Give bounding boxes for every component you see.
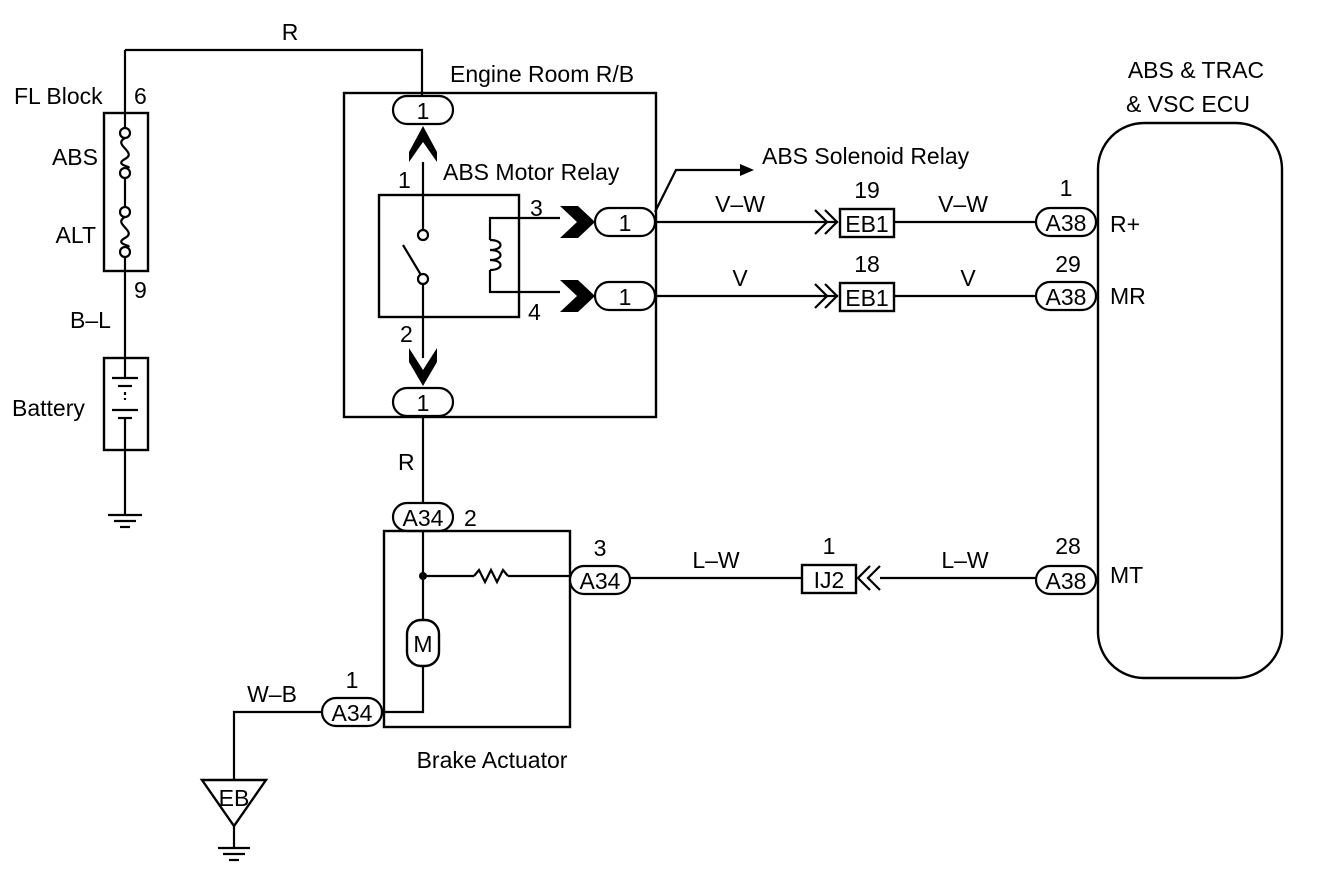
alt-fuse-icon bbox=[120, 216, 130, 249]
ij2-pin-1: 1 bbox=[823, 533, 836, 559]
rb-pin3-connector: 1 bbox=[619, 210, 632, 236]
a38-connector-mt: A38 bbox=[1046, 568, 1087, 594]
chevron-right-icon bbox=[560, 206, 595, 238]
a34-connector-right: A34 bbox=[580, 568, 621, 594]
engine-room-rb-label: Engine Room R/B bbox=[450, 61, 634, 87]
ecu-terminal-mr: MR bbox=[1110, 283, 1146, 309]
ecu-label-line2: & VSC ECU bbox=[1126, 91, 1250, 117]
chevron-right-icon bbox=[560, 280, 595, 312]
ground-eb: EB bbox=[199, 778, 269, 862]
wire-label-v-w-left: V–W bbox=[715, 191, 765, 217]
wire-label-r-lower: R bbox=[398, 449, 415, 475]
rb-pin4-connector: 1 bbox=[619, 284, 632, 310]
wire-label-w-b: W–B bbox=[247, 681, 297, 707]
brake-actuator-label: Brake Actuator bbox=[417, 747, 568, 773]
ecu-terminal-r-plus: R+ bbox=[1110, 211, 1140, 237]
wire-label-l-w-right: L–W bbox=[941, 547, 989, 573]
relay-pin-4: 4 bbox=[528, 299, 541, 325]
a38-pin-28: 28 bbox=[1055, 533, 1081, 559]
battery-label: Battery bbox=[12, 395, 85, 421]
abs-fuse-icon bbox=[120, 137, 130, 170]
wire-label-r-top: R bbox=[282, 19, 299, 45]
alt-fuse-label: ALT bbox=[56, 222, 96, 248]
rb-top-connector: 1 bbox=[417, 98, 430, 124]
fl-block: FL Block 6 9 ABS ALT bbox=[14, 50, 150, 360]
relay-pin-2: 2 bbox=[400, 321, 413, 347]
relay-coil-icon bbox=[489, 238, 502, 272]
eb1-connector-b: EB1 bbox=[845, 285, 888, 311]
relay-pin-3: 3 bbox=[530, 195, 543, 221]
wire-label-b-l: B–L bbox=[70, 307, 111, 333]
resistor-icon bbox=[473, 567, 509, 585]
rb-bottom-connector: 1 bbox=[417, 390, 430, 416]
wire-label-v-left: V bbox=[732, 265, 748, 291]
engine-room-relay-box: Engine Room R/B 1 1 ABS Motor Relay 3 1 … bbox=[342, 61, 658, 419]
wire-label-v-right: V bbox=[960, 265, 976, 291]
eb1-pin-19: 19 bbox=[854, 177, 880, 203]
ecu-terminal-mt: MT bbox=[1110, 562, 1143, 588]
a38-pin-1: 1 bbox=[1060, 175, 1073, 201]
fl-block-pin-6: 6 bbox=[134, 83, 147, 109]
abs-fuse-terminal-top bbox=[118, 126, 132, 140]
abs-solenoid-relay-label: ABS Solenoid Relay bbox=[762, 143, 970, 169]
fl-block-label: FL Block bbox=[14, 83, 103, 109]
a34-connector-left: A34 bbox=[332, 700, 373, 726]
ecu-label-line1: ABS & TRAC bbox=[1128, 57, 1264, 83]
fl-block-pin-9: 9 bbox=[134, 277, 147, 303]
abs-trac-vsc-ecu: ABS & TRAC & VSC ECU R+ MR MT bbox=[1096, 57, 1284, 680]
a38-connector-r-plus: A38 bbox=[1046, 210, 1087, 236]
a34-pin-2: 2 bbox=[464, 505, 477, 531]
motor-symbol: M bbox=[413, 631, 432, 657]
chevron-down-icon bbox=[409, 348, 437, 386]
chevron-up-icon bbox=[409, 126, 437, 162]
a34-pin-3: 3 bbox=[594, 535, 607, 561]
ij2-connector: IJ2 bbox=[814, 567, 845, 593]
a38-connector-mr: A38 bbox=[1046, 284, 1087, 310]
ground-eb-label: EB bbox=[219, 785, 250, 811]
a34-pin-1: 1 bbox=[346, 667, 359, 693]
eb1-pin-18: 18 bbox=[854, 251, 880, 277]
a34-connector-top: A34 bbox=[403, 505, 444, 531]
abs-motor-relay-label: ABS Motor Relay bbox=[443, 159, 620, 185]
brake-actuator: Brake Actuator M bbox=[382, 529, 572, 773]
wire-label-v-w-right: V–W bbox=[938, 191, 988, 217]
abs-fuse-label: ABS bbox=[52, 144, 98, 170]
wire-label-l-w-left: L–W bbox=[692, 547, 740, 573]
a38-pin-29: 29 bbox=[1055, 251, 1081, 277]
battery: Battery bbox=[12, 356, 150, 529]
relay-pin-1: 1 bbox=[398, 167, 411, 193]
eb1-connector-a: EB1 bbox=[845, 211, 888, 237]
